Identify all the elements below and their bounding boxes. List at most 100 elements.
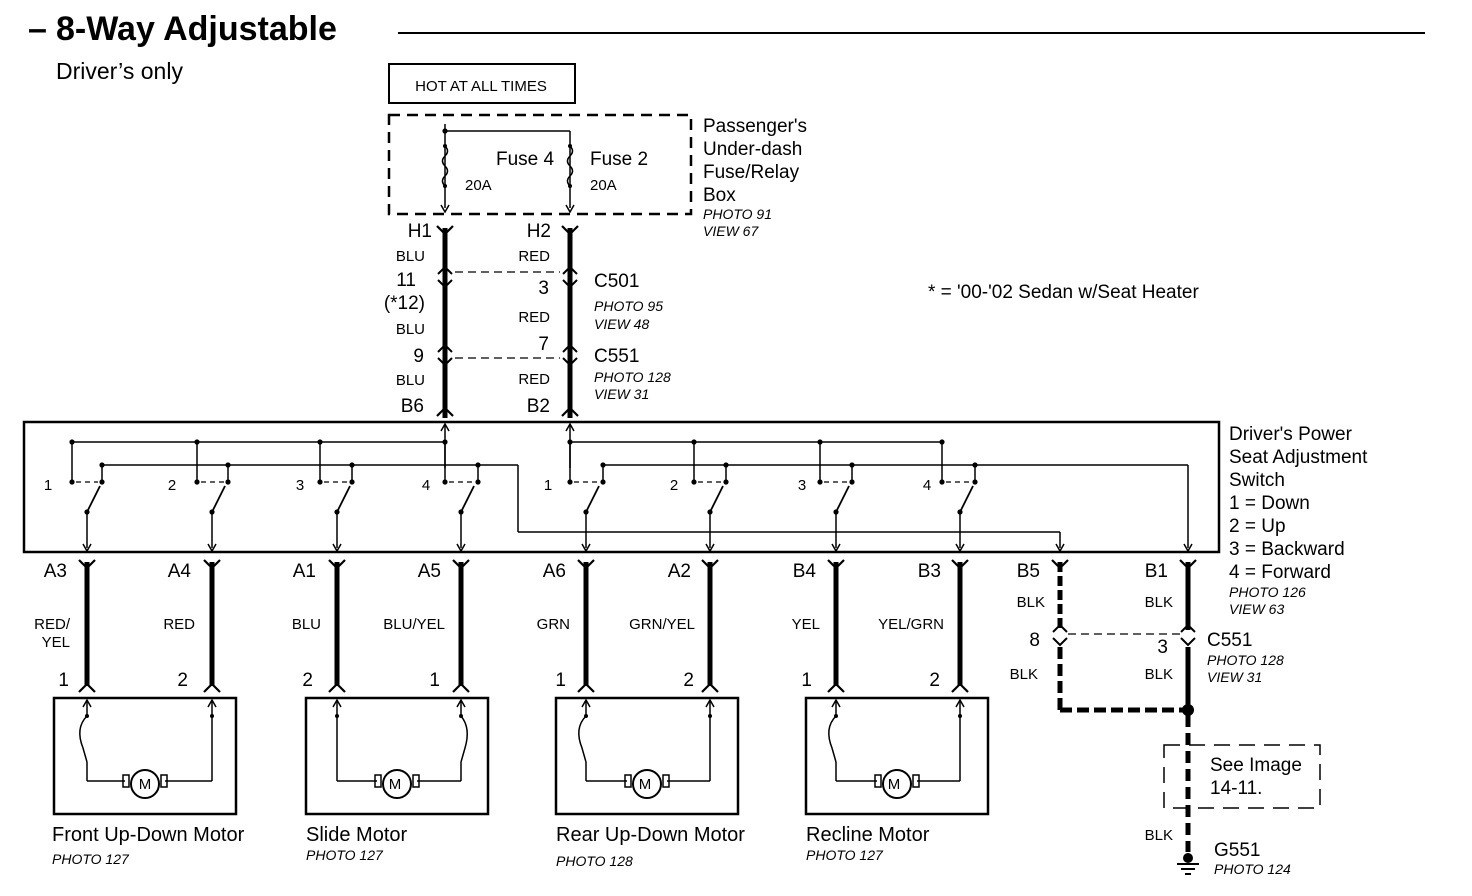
arrow-head (581, 543, 591, 553)
terminal-symbol (436, 225, 454, 236)
arrow-head (440, 204, 450, 214)
wire-color-blk-2: BLK (1145, 594, 1173, 611)
fuse-element (566, 145, 574, 187)
switch-blade (709, 485, 724, 513)
wire-color-red-3: RED (518, 371, 550, 388)
fusebox-view: VIEW 67 (703, 223, 759, 239)
see-image-line-2: 14-11. (1210, 778, 1262, 799)
term-b4: B4 (793, 561, 817, 582)
motor-pin: 2 (683, 670, 694, 691)
junction-dot (849, 479, 855, 485)
motor-photo: PHOTO 127 (306, 847, 384, 863)
motor-pin: 2 (929, 670, 940, 691)
terminal-symbol (203, 682, 221, 693)
motor-icon (382, 769, 412, 799)
junction-dot (708, 714, 712, 718)
junction-dot (442, 439, 448, 445)
motor-icon (130, 769, 160, 799)
connector-symbol (562, 279, 578, 289)
c501-view: VIEW 48 (594, 316, 649, 332)
wire-color-yel: YEL (792, 616, 820, 633)
junction-dot (335, 714, 339, 718)
switch-pos-label: 1 (544, 477, 552, 494)
junction-dot (568, 184, 572, 188)
connector-symbol (1052, 637, 1068, 647)
switch-pos-label: 3 (296, 477, 304, 494)
wire-color-blu: BLU (292, 616, 321, 633)
wire-color-blk-4: BLK (1145, 666, 1173, 683)
junction-dot (317, 439, 323, 445)
fusebox-name-line-4: Box (703, 185, 736, 206)
hot-at-all-times-box (388, 63, 576, 104)
junction-dot (349, 462, 355, 468)
switch-blade (211, 485, 226, 513)
see-image-line-1: See Image (1210, 755, 1302, 776)
junction-dot (194, 439, 200, 445)
motor-photo: PHOTO 127 (806, 847, 884, 863)
junction-dot (99, 479, 105, 485)
switch-pos-label: 2 (670, 477, 678, 494)
arrow-head (207, 543, 217, 553)
seat-heater-note: * = '00-'02 Sedan w/Seat Heater (928, 282, 1199, 303)
motor-photo: PHOTO 127 (52, 851, 130, 867)
fusebox-name-line-2: Under-dash (703, 139, 802, 160)
junction-dot (85, 714, 89, 718)
motor-name-rear-up-down: Rear Up-Down Motor (556, 824, 745, 846)
term-a4: A4 (168, 561, 192, 582)
terminal-symbol (78, 682, 96, 693)
junction-dot (849, 462, 855, 468)
motor-pin: 1 (801, 670, 812, 691)
c501-photo: PHOTO 95 (594, 298, 663, 314)
junction-dot (972, 462, 978, 468)
term-b2: B2 (527, 396, 550, 417)
term-a6: A6 (543, 561, 566, 582)
motor-box (554, 696, 740, 816)
motor-brush (912, 774, 920, 788)
junction-dot (567, 479, 573, 485)
connector-symbol (562, 265, 578, 275)
terminal-symbol (577, 682, 595, 693)
junction-dot (194, 479, 200, 485)
terminal-symbol (561, 406, 579, 417)
term-b6: B6 (401, 396, 424, 417)
motor-brush (122, 774, 130, 788)
junction-dot (567, 439, 573, 445)
junction-dot (443, 144, 447, 148)
motor-brush (374, 774, 382, 788)
motor-brush (160, 774, 168, 788)
motor-name-slide: Slide Motor (306, 824, 407, 846)
motor-box (804, 696, 990, 816)
fuse-2-rating: 20A (590, 177, 617, 194)
switch-legend-4: 4 = Forward (1229, 562, 1331, 583)
c551-lower-view: VIEW 31 (1207, 669, 1262, 685)
fusebox-boundary (387, 113, 693, 216)
switch-legend-1: 1 = Down (1229, 493, 1310, 514)
motor-brush (412, 774, 420, 788)
term-h2: H2 (527, 221, 551, 242)
arrow-head (955, 543, 965, 553)
fuse-4-name: Fuse 4 (496, 149, 555, 170)
ground-g551-photo: PHOTO 124 (1214, 861, 1291, 877)
motor-box (304, 696, 490, 816)
switch-photo: PHOTO 126 (1229, 584, 1306, 600)
fusebox-name-line-3: Fuse/Relay (703, 162, 800, 183)
wire-color-red-2: RED (518, 309, 550, 326)
wire-color-grn: GRN (537, 616, 570, 633)
motor-breaker (578, 715, 587, 763)
junction-dot (972, 479, 978, 485)
switch-legend-3: 3 = Backward (1229, 539, 1345, 560)
junction-dot (568, 144, 572, 148)
junction-dot (69, 479, 75, 485)
connector-symbol (1180, 623, 1196, 633)
c551-pin-7: 7 (538, 334, 549, 355)
wire-color-red-yel-2: YEL (42, 634, 70, 651)
motor-symbol: M (639, 776, 652, 793)
junction-dot (459, 714, 463, 718)
junction-dot (723, 462, 729, 468)
arrow-head (565, 204, 575, 214)
switch-name-line-3: Switch (1229, 470, 1285, 491)
wire-color-red-1: RED (518, 248, 550, 265)
term-a3: A3 (44, 561, 67, 582)
connector-symbol (1180, 637, 1196, 647)
wire-color-blu-1: BLU (396, 248, 425, 265)
